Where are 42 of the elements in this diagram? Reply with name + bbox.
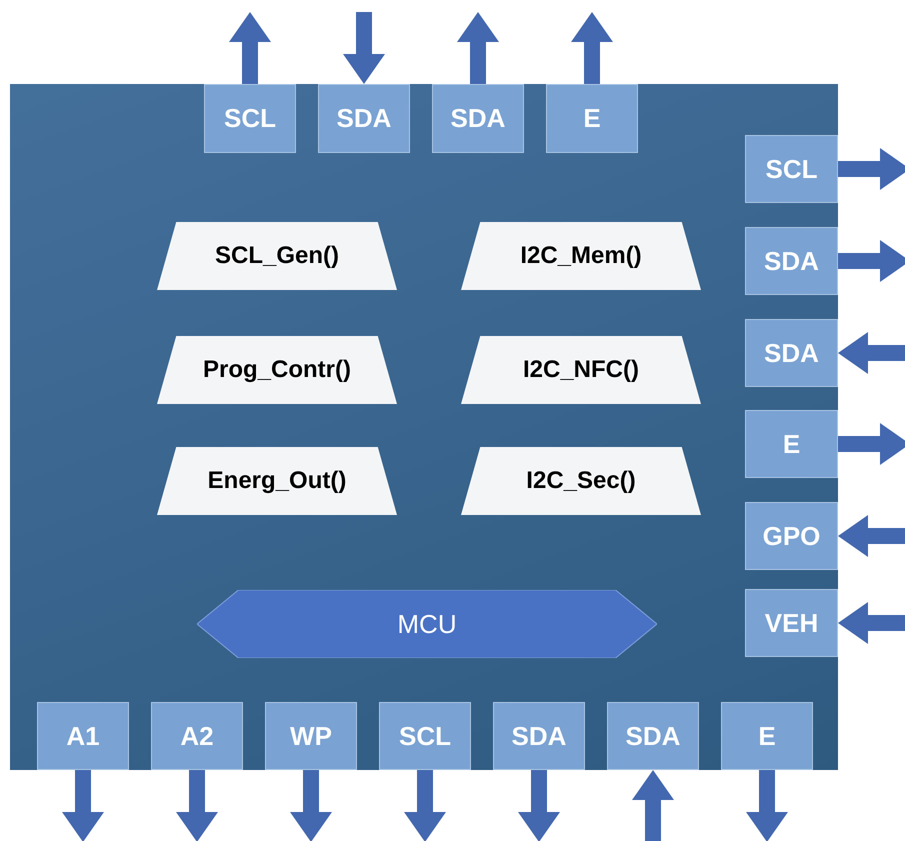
arrow (290, 770, 332, 841)
arrow (518, 770, 560, 841)
arrow (571, 12, 613, 84)
pin-block: SDA (745, 319, 838, 387)
arrow (176, 770, 218, 841)
function-block: I2C_Sec() (461, 447, 701, 515)
function-block: Energ_Out() (157, 447, 397, 515)
arrow (838, 332, 905, 374)
pin-block: E (745, 410, 838, 478)
pin-block: SCL (204, 84, 296, 153)
function-block: SCL_Gen() (157, 222, 397, 290)
pin-block: E (546, 84, 638, 153)
pin-block: E (721, 702, 813, 770)
arrow (838, 148, 905, 190)
pin-block: VEH (745, 589, 838, 657)
pin-block: SDA (493, 702, 585, 770)
function-block: I2C_NFC() (461, 336, 701, 404)
pin-block: SDA (607, 702, 699, 770)
pin-block: WP (265, 702, 357, 770)
arrow (838, 240, 905, 282)
pin-block: SCL (379, 702, 471, 770)
arrow (632, 770, 674, 841)
arrow (838, 602, 905, 644)
mcu-block: MCU (197, 590, 657, 658)
arrow (229, 12, 271, 84)
pin-block: SCL (745, 135, 838, 203)
function-block: I2C_Mem() (461, 222, 701, 290)
arrow (838, 515, 905, 557)
function-block: Prog_Contr() (157, 336, 397, 404)
arrow (343, 12, 385, 84)
pin-block: A2 (151, 702, 243, 770)
pin-block: SDA (745, 227, 838, 295)
pin-block: GPO (745, 502, 838, 570)
arrow (404, 770, 446, 841)
pin-block: SDA (432, 84, 524, 153)
arrow (62, 770, 104, 841)
arrow (746, 770, 788, 841)
arrow (457, 12, 499, 84)
arrow (838, 423, 905, 465)
pin-block: A1 (37, 702, 129, 770)
pin-block: SDA (318, 84, 410, 153)
chip-body (10, 84, 838, 770)
